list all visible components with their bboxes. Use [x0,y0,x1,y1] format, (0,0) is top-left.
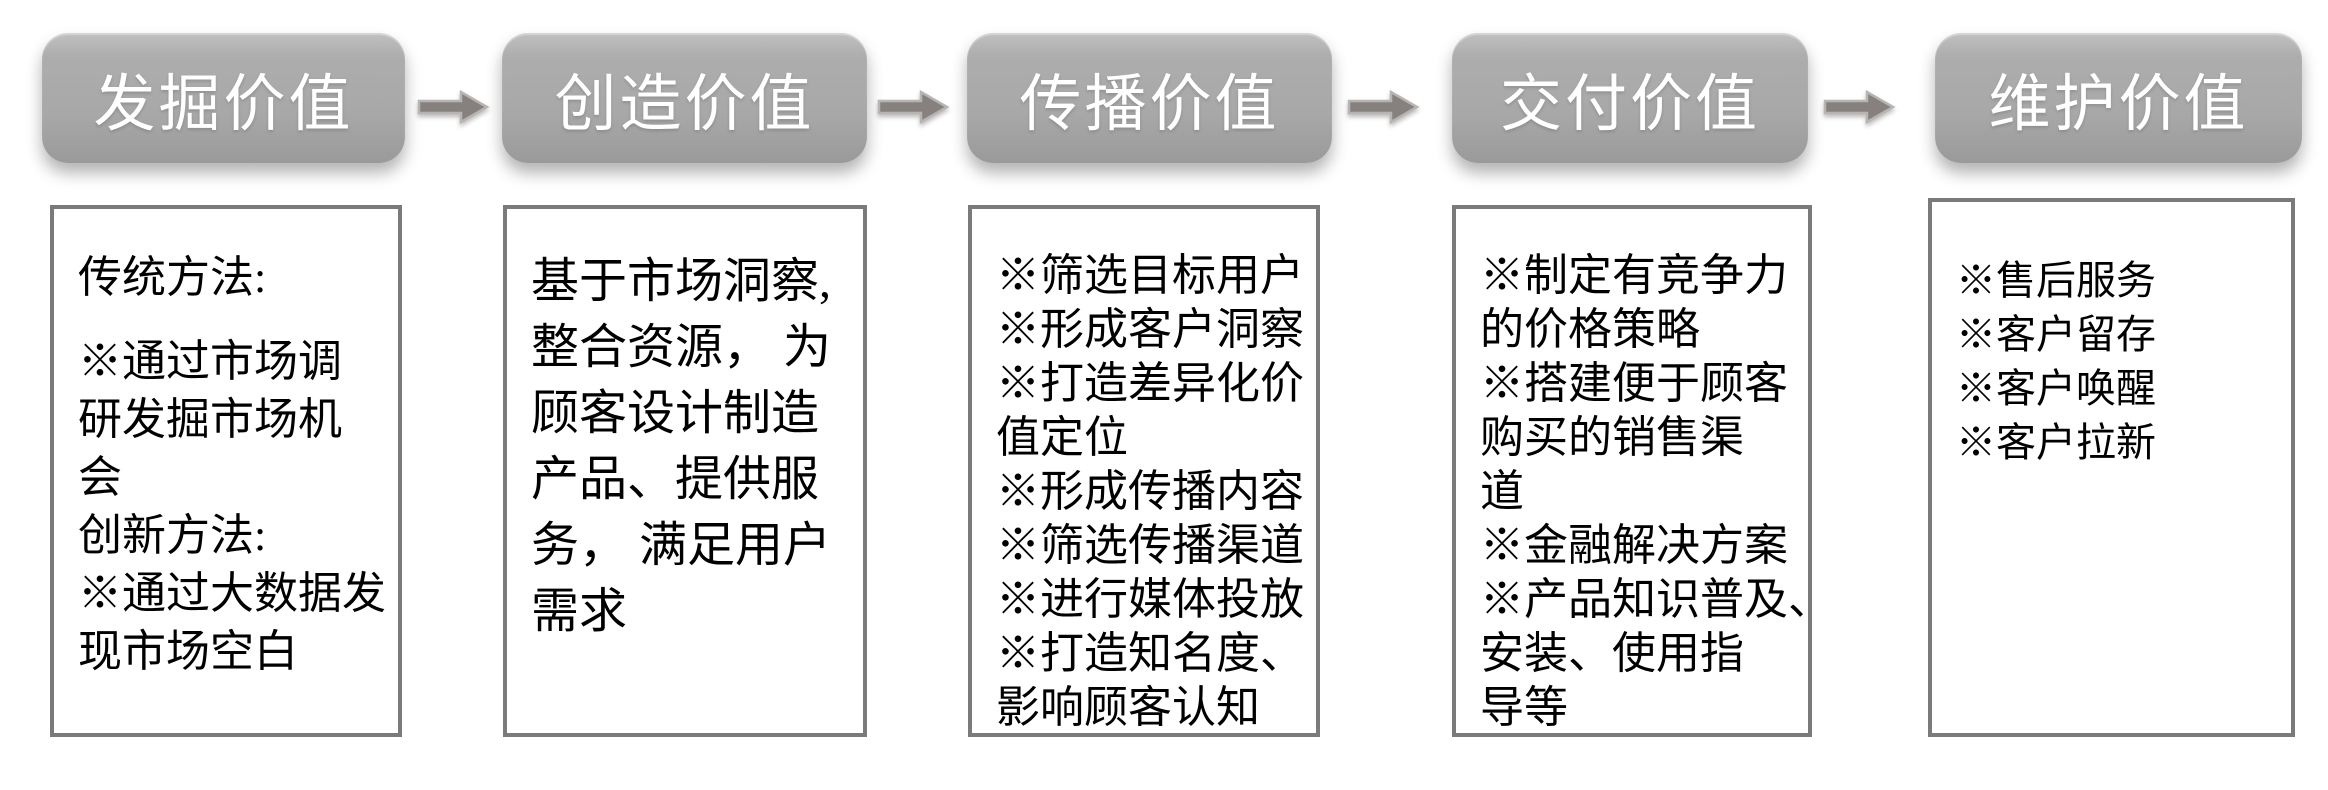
stage-body-spread-value: ※筛选目标用户 ※形成客户洞察 ※打造差异化价值定位 ※形成传播内容 ※筛选传播渠道 ※进… [968,205,1320,737]
body-text-line: ※筛选传播渠道 [996,521,1304,570]
right-block-arrow-icon [1822,88,1896,126]
body-text-line: 会 [78,453,122,502]
body-text-line: 基于市场洞察, [531,255,832,308]
body-text-line: ※搭建便于顾客 [1480,359,1788,408]
body-text-line [78,307,380,333]
body-text-line: 务， 满足用户 [531,519,832,572]
body-text-line: 现市场空白 [78,627,298,676]
stage-header-maintain-value: 维护价值 [1935,33,2302,163]
body-text-line: 导等 [1480,683,1568,732]
body-text-line: ※客户拉新 [1956,420,2156,465]
body-text-line: 传统方法: [78,253,267,302]
body-text-line: ※筛选目标用户 [996,251,1304,300]
body-text-line: ※形成客户洞察 [996,305,1304,354]
right-block-arrow-icon [416,88,490,126]
body-text-line: 购买的销售渠 [1480,413,1744,462]
body-text-line: 的价格策略 [1480,305,1700,354]
right-block-arrow-icon [1346,88,1420,126]
stage-body-maintain-value: ※售后服务 ※客户留存 ※客户唤醒 ※客户拉新 [1928,198,2295,737]
body-text-line: 需求 [531,585,628,638]
stage-header-discover-value: 发掘价值 [42,33,405,163]
body-text-line: ※打造差异化价 [996,359,1304,408]
body-text-line: 创新方法: [78,511,267,560]
stage-header-create-value: 创造价值 [502,33,867,163]
body-text-line: ※通过市场调 [78,337,342,386]
body-text-line: 安装、使用指 [1480,629,1744,678]
body-text-line: ※通过大数据发 [78,569,386,618]
body-text-line: ※进行媒体投放 [996,575,1304,624]
body-text-line: 顾客设计制造 [531,387,820,440]
stage-body-deliver-value: ※制定有竞争力的价格策略 ※搭建便于顾客购买的销售渠道 ※金融解决方案 ※产品知识普及… [1452,205,1832,737]
body-text-line: ※售后服务 [1956,258,2156,303]
body-text-line: 研发掘市场机 [78,395,342,444]
body-text-line: ※客户留存 [1956,312,2156,357]
body-text-line: ※形成传播内容 [996,467,1304,516]
body-text-line: 影响顾客认知 [996,683,1260,732]
body-text-line: ※客户唤醒 [1956,366,2156,411]
right-block-arrow-icon [876,88,950,126]
body-text-line: ※打造知名度、 [996,629,1304,678]
stage-header-spread-value: 传播价值 [967,33,1332,163]
body-text-line: 道 [1480,467,1524,516]
stage-body-discover-value: 传统方法: ※通过市场调研发掘市场机会创新方法: ※通过大数据发现市场空白 [50,205,402,737]
body-text-line: 整合资源， 为 [531,321,832,374]
body-text-line: ※金融解决方案 [1480,521,1788,570]
body-text-line: ※产品知识普及、 [1480,575,1832,624]
body-text-line: 值定位 [996,413,1128,462]
stage-header-deliver-value: 交付价值 [1452,33,1808,163]
body-text-line: ※制定有竞争力 [1480,251,1788,300]
stage-body-create-value: 基于市场洞察, 整合资源， 为顾客设计制造产品、提供服务， 满足用户需求 [503,205,867,737]
body-text-line: 产品、提供服 [531,453,820,506]
